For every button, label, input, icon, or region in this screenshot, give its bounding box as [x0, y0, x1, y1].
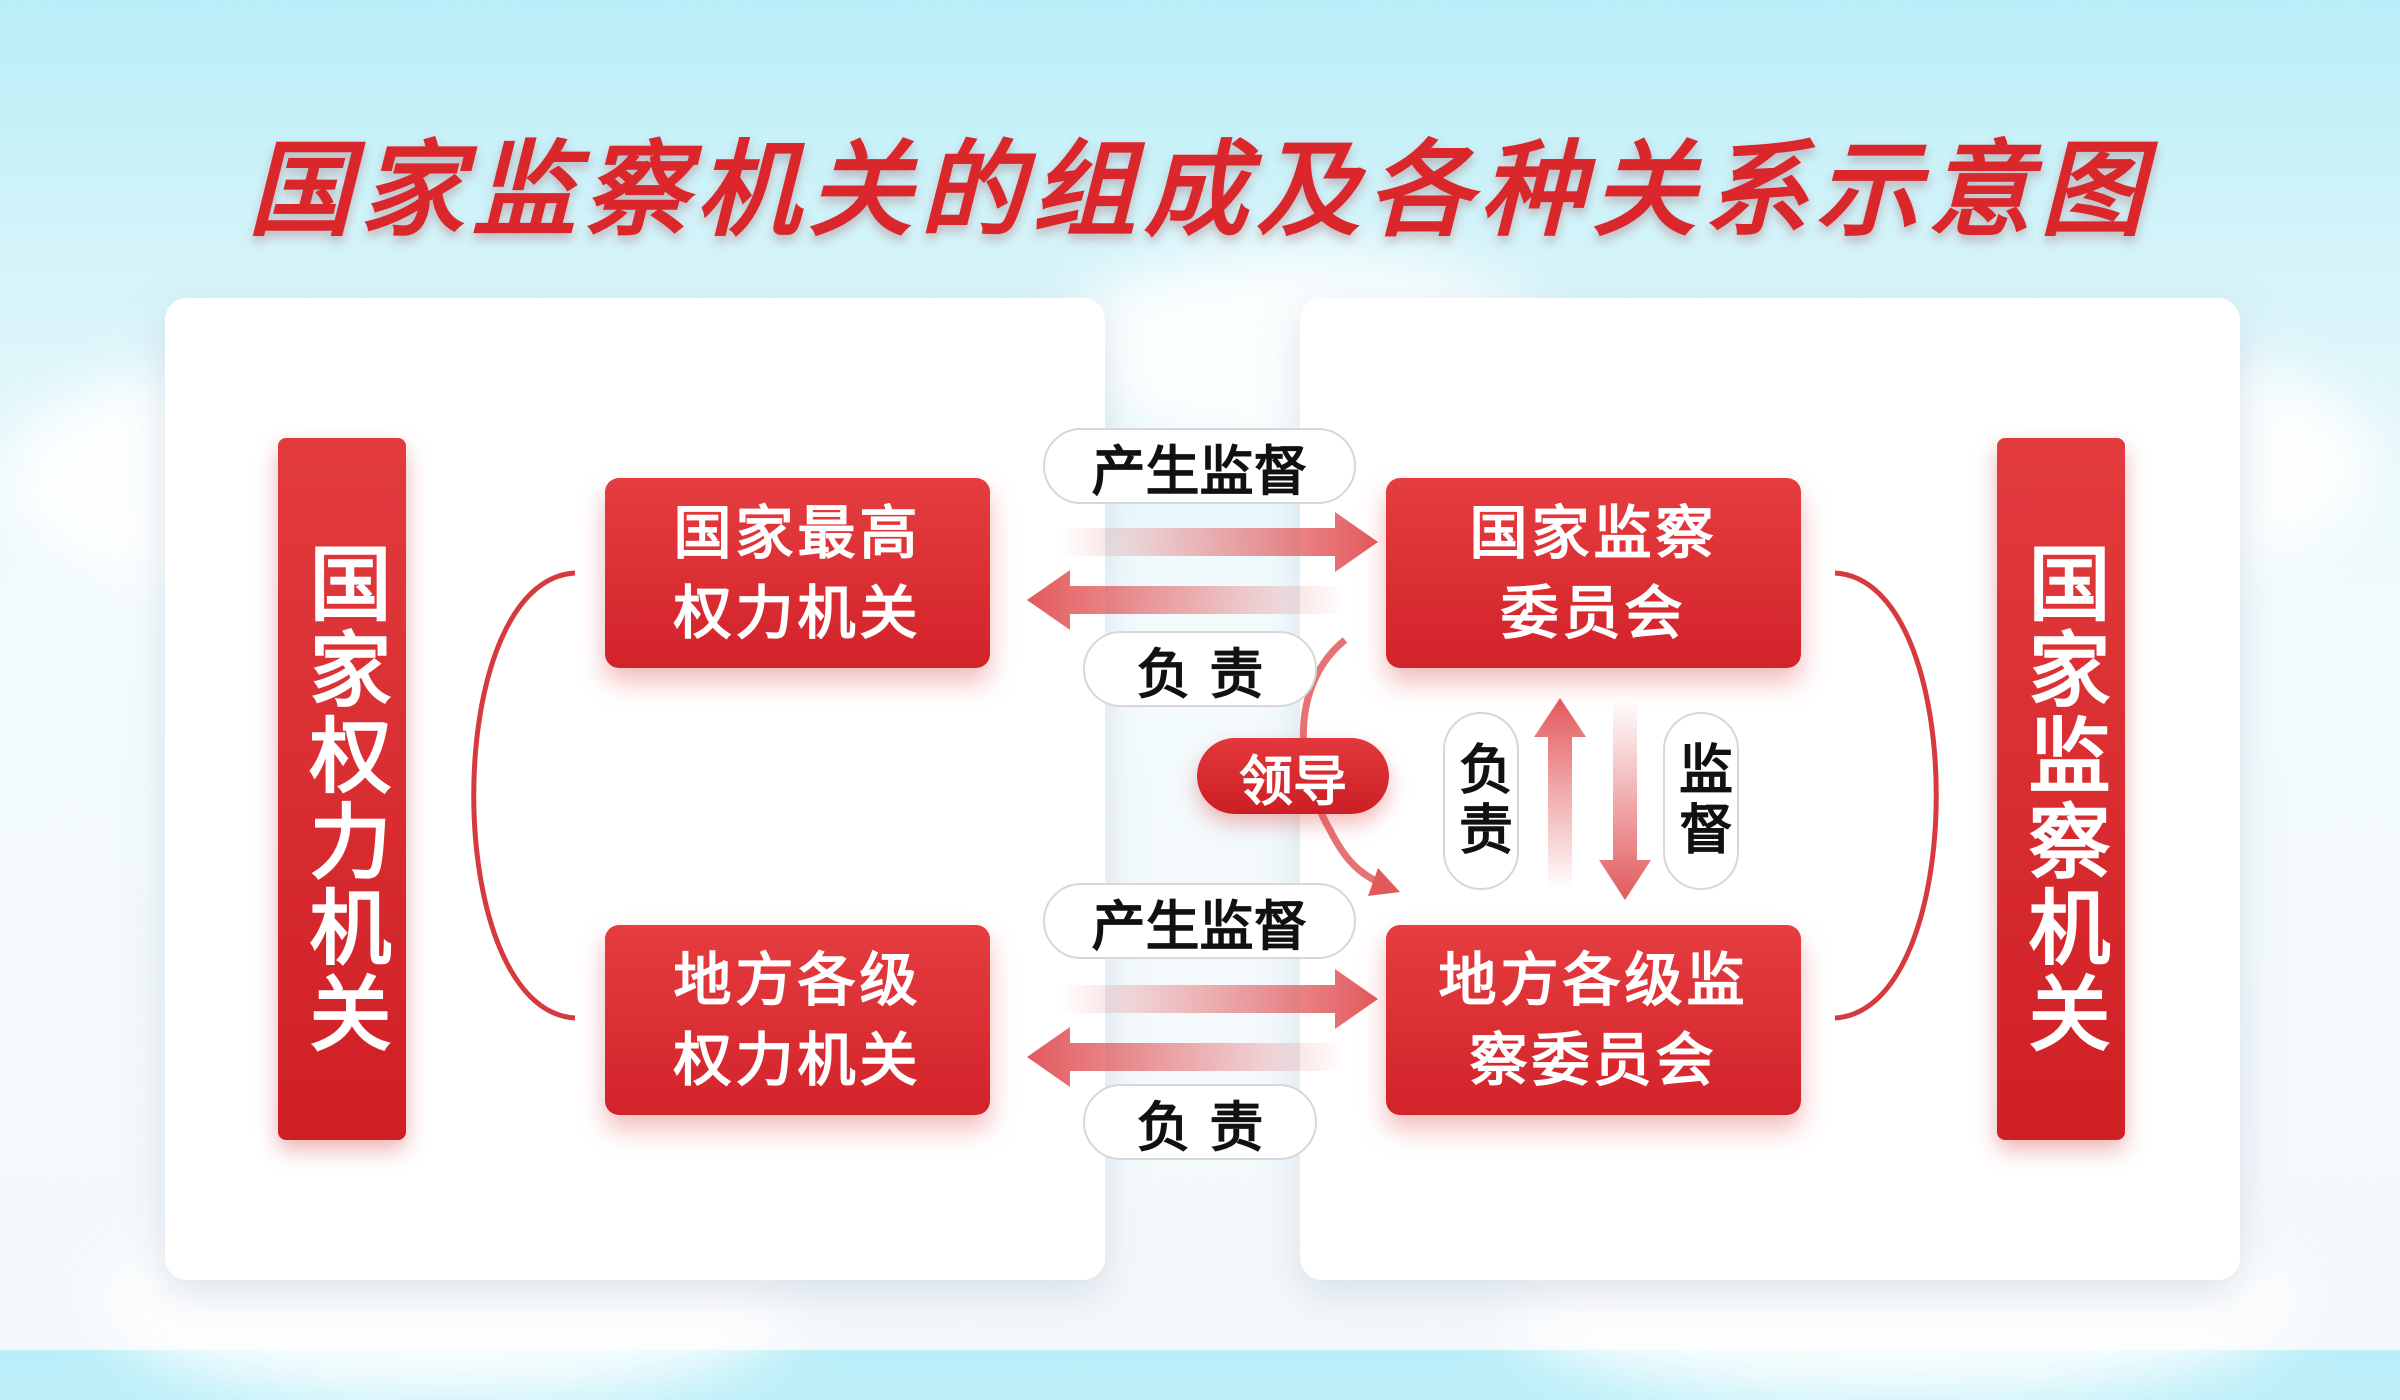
- local-supervision-commissions-box: 地方各级监 察委员会: [1386, 925, 1801, 1115]
- arrow-down-icon: [1599, 700, 1651, 900]
- right-bracket: [1834, 570, 1939, 1021]
- local-power-organs-box: 地方各级 权力机关: [605, 925, 990, 1115]
- vertical-supervise-label: 监督: [1663, 712, 1739, 890]
- produce-supervise-label-top: 产生监督: [1043, 428, 1356, 504]
- supreme-power-organ-box: 国家最高 权力机关: [605, 478, 990, 668]
- national-supervision-commission-box: 国家监察 委员会: [1386, 478, 1801, 668]
- national-supervision-organ-bar: 国家监察机关: [1997, 438, 2125, 1140]
- left-bracket: [471, 570, 576, 1021]
- lead-label: 领导: [1197, 738, 1389, 814]
- page-title: 国家监察机关的组成及各种关系示意图: [247, 128, 2152, 251]
- produce-supervise-label-bottom: 产生监督: [1043, 883, 1356, 959]
- lead-arrowhead-icon: [1368, 868, 1400, 896]
- national-power-organ-bar: 国家权力机关: [278, 438, 406, 1140]
- responsible-label-top: 负 责: [1083, 631, 1317, 707]
- vertical-responsible-label: 负责: [1443, 712, 1519, 890]
- arrow-up-icon: [1534, 698, 1586, 890]
- arrow-right-icon: [1060, 512, 1378, 572]
- arrow-left-icon: [1027, 570, 1345, 630]
- responsible-label-bottom: 负 责: [1083, 1084, 1317, 1160]
- arrow-right-icon: [1060, 969, 1378, 1029]
- diagram-connectors: [471, 512, 1939, 1087]
- arrow-left-icon: [1027, 1027, 1345, 1087]
